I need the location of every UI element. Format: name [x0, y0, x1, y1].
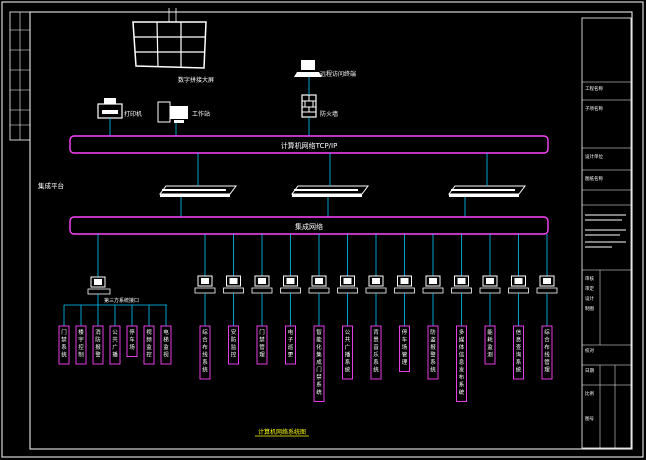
right-subsystem-label: 多媒体信息发布系统: [459, 328, 465, 396]
computer-icon: [251, 275, 273, 294]
computer-icon: [308, 275, 330, 294]
computer-icon: [536, 275, 558, 294]
title-block-row: 审核: [585, 275, 594, 282]
right-subsystem-label: 公共广播系统: [345, 330, 351, 374]
right-subsystem-label: 智能化集成门禁系统: [316, 328, 322, 396]
notes-text-lines: [585, 214, 626, 248]
left-margin-strip: [9, 11, 31, 141]
right-subsystem-1: 综合布线系统: [194, 234, 216, 380]
left-subsystem-6: 视频监控: [143, 305, 155, 365]
right-subsystem-10: 多媒体信息发布系统: [451, 234, 472, 402]
computer-icon: [451, 275, 472, 294]
title-block-row: 审定: [585, 285, 594, 292]
switch-left: [159, 185, 237, 197]
platform-label: 集成平台: [38, 181, 64, 190]
right-subsystem-9: 防盗报警系统: [422, 234, 444, 380]
right-subsystem-13: 综合布线管理: [536, 234, 558, 380]
video-wall-label: 数字拼接大屏: [178, 76, 214, 84]
tcp-ip-bus: 计算机网络TCP/IP: [69, 135, 549, 154]
computer-icon: [394, 275, 415, 294]
right-subsystem-label: 停车场管理: [402, 328, 408, 366]
computer-icon: [194, 275, 216, 294]
caption-text: 计算机网络系统图: [258, 428, 306, 436]
left-subsystem-label: 门禁系统: [61, 328, 67, 359]
computer-icon: [280, 275, 301, 294]
integrated-network-bus: 集成网络: [69, 216, 549, 235]
right-subsystem-2: 安防监控: [223, 234, 244, 365]
right-subsystem-label: 电子巡更: [288, 328, 294, 359]
right-subsystem-7: 背景音乐系统: [365, 234, 387, 380]
title-block-row: 工程名称: [585, 85, 603, 92]
title-block-row: 图号: [585, 416, 594, 422]
integrated-network-label: 集成网络: [295, 222, 323, 231]
right-subsystem-label: 安防监控: [231, 328, 237, 359]
printer-icon: 打印机: [97, 98, 142, 119]
right-subsystems: 综合布线系统 安防监控 门禁管理 电子巡更 智能化集成门禁系统 公共广播系统 背景音乐系统 停…: [194, 234, 558, 402]
left-group-header: 第三方系统接口: [104, 297, 139, 304]
computer-icon: [508, 275, 529, 294]
left-subsystem-label: 停车场: [129, 328, 135, 351]
switch-links: [180, 153, 488, 217]
title-block-row: 设计单位: [585, 153, 603, 160]
computer-icon: [337, 275, 358, 294]
right-subsystem-label: 信息查询系统: [516, 328, 522, 374]
core-switches: [159, 185, 526, 197]
right-subsystem-label: 综合布线系统: [202, 328, 208, 374]
left-subsystem-label: 楼宇控制: [78, 328, 84, 359]
right-subsystem-3: 门禁管理: [251, 234, 273, 365]
left-subsystem-3: 消防报警: [92, 305, 104, 365]
left-subsystem-label: 公共广播: [112, 330, 118, 359]
left-subsystem-5: 停车场: [126, 305, 138, 357]
title-block-row: 图纸名称: [585, 175, 603, 182]
title-block-row: 校对: [585, 347, 594, 354]
left-branch: 第三方系统接口: [64, 234, 167, 306]
laptop-icon: 远程访问终端: [294, 60, 356, 78]
printer-label: 打印机: [124, 110, 142, 118]
right-subsystem-label: 门禁管理: [259, 328, 265, 359]
title-block-row: 制图: [585, 305, 594, 312]
right-subsystem-label: 能耗监测: [487, 328, 493, 359]
remote-terminal-label: 远程访问终端: [320, 70, 356, 78]
right-subsystem-12: 信息查询系统: [508, 234, 529, 380]
computer-icon: [365, 275, 387, 294]
right-subsystem-label: 防盗报警系统: [430, 328, 436, 374]
right-subsystem-6: 公共广播系统: [337, 234, 358, 380]
title-block-row: 子项名称: [585, 105, 603, 112]
inner-frame: [29, 11, 633, 450]
drawing-caption: 计算机网络系统图: [255, 428, 309, 437]
right-subsystem-label: 综合布线管理: [544, 328, 550, 374]
computer-icon: [422, 275, 444, 294]
left-subsystem-label: 电梯监视: [163, 328, 169, 359]
left-subsystem-4: 公共广播: [109, 305, 121, 365]
switch-middle: [291, 185, 369, 197]
right-subsystem-8: 停车场管理: [394, 234, 415, 372]
top-device-links: [109, 8, 310, 136]
right-subsystem-4: 电子巡更: [280, 234, 301, 365]
video-wall: 数字拼接大屏: [132, 8, 214, 84]
left-subsystem-label: 视频监控: [146, 328, 152, 359]
left-subsystem-7: 电梯监视: [160, 305, 172, 365]
title-block-row: 日期: [585, 368, 594, 374]
left-subsystem-2: 楼宇控制: [75, 305, 87, 365]
workstation-icon: 工作站: [157, 101, 210, 123]
switch-right: [448, 185, 526, 197]
left-subsystems: 门禁系统 楼宇控制 消防报警 公共广播 停车场 视频监控 电梯监视: [58, 305, 172, 365]
right-subsystem-11: 能耗监测: [479, 234, 501, 365]
firewall-label: 防火墙: [320, 110, 338, 118]
title-block-row: 比例: [585, 390, 594, 397]
title-block-row: 设计: [585, 295, 594, 302]
computer-icon: [479, 275, 501, 294]
right-subsystem-5: 智能化集成门禁系统: [308, 234, 330, 402]
workstation-label: 工作站: [192, 110, 210, 118]
firewall-icon: 防火墙: [301, 94, 338, 118]
right-subsystem-label: 背景音乐系统: [373, 328, 379, 374]
tcp-ip-bus-label: 计算机网络TCP/IP: [281, 141, 338, 150]
left-subsystem-label: 消防报警: [95, 328, 101, 359]
computer-icon: [223, 275, 244, 294]
left-subsystem-1: 门禁系统: [58, 305, 70, 365]
